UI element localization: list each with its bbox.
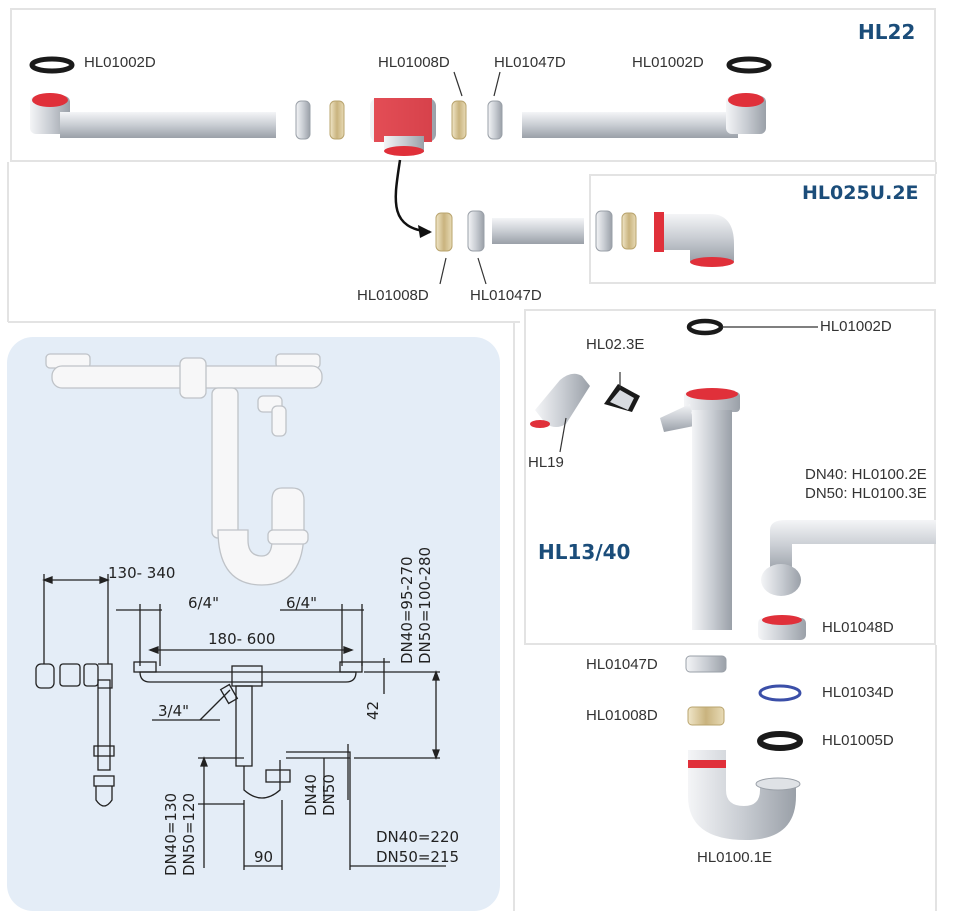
- trap-pipe: [770, 520, 936, 572]
- label-cap-nut: HL01048D: [822, 619, 894, 636]
- section-title-hl13: HL13/40: [538, 540, 631, 564]
- dim-dn40: DN40: [302, 774, 320, 816]
- technical-drawing: [35, 353, 446, 870]
- dim-hose: 3/4": [158, 702, 189, 720]
- dim-height-dn40: DN40=95-270: [398, 556, 416, 664]
- dim-height-dn50: DN50=100-280: [416, 547, 434, 664]
- hl22-frame: [10, 8, 936, 162]
- dim-trap-width: 90: [254, 848, 273, 866]
- dim-offset: 42: [364, 701, 382, 720]
- label-u-bend: HL0100.1E: [697, 849, 773, 866]
- label-side-gasket: HL01002D: [820, 318, 892, 335]
- dim-pipe-right: 6/4": [286, 594, 317, 612]
- gasket-left: [29, 56, 75, 74]
- dim-pipe-left: 6/4": [188, 594, 219, 612]
- label-top-nut-ring: HL01008D: [378, 54, 450, 71]
- label-mid-ring: HL01008D: [357, 287, 429, 304]
- elbow-fitting: [654, 214, 734, 262]
- hl13-frame: [524, 309, 936, 645]
- dim-depth-dn40: DN40=130: [162, 793, 180, 876]
- label-blue-gasket: HL01034D: [822, 684, 894, 701]
- hl19-elbow: [535, 373, 590, 427]
- dim-depth-dn50: DN50=120: [180, 793, 198, 876]
- dim-spacing: 180- 600: [208, 630, 275, 648]
- dim-width-range: 130- 340: [108, 564, 175, 582]
- dim-dn50: DN50: [320, 774, 338, 816]
- dim-outlet-dn50: DN50=215: [376, 848, 459, 866]
- label-nut-small: HL01047D: [586, 656, 658, 673]
- label-black-gasket: HL01005D: [822, 732, 894, 749]
- hl025-assembly: [435, 210, 734, 285]
- section-title-hl22: HL22: [858, 20, 916, 44]
- hl025-frame: [589, 174, 936, 284]
- section-title-hl025: HL025U.2E: [802, 182, 919, 204]
- label-elbow: HL19: [528, 454, 564, 471]
- vertical-pipe: [692, 410, 732, 630]
- label-trap-pipe-dn50: DN50: HL0100.3E: [805, 485, 927, 502]
- label-top-left-gasket: HL01002D: [84, 54, 156, 71]
- drain-photo: [45, 353, 323, 586]
- left-pipe: [60, 112, 276, 138]
- u-bend: [688, 750, 796, 840]
- gasket-right: [726, 56, 772, 74]
- label-top-nut: HL01047D: [494, 54, 566, 71]
- label-trap-pipe-dn40: DN40: HL0100.2E: [805, 466, 927, 483]
- hl22-assembly: [29, 56, 772, 156]
- label-mid-nut: HL01047D: [470, 287, 542, 304]
- connection-arrow: [394, 159, 431, 234]
- label-top-right-gasket: HL01002D: [632, 54, 704, 71]
- right-pipe: [522, 112, 738, 138]
- technical-drawing-panel: [7, 337, 500, 911]
- label-brass-ring: HL01008D: [586, 707, 658, 724]
- label-hose-connector: HL02.3E: [586, 336, 645, 353]
- hl13-assembly: [530, 318, 936, 840]
- dim-outlet-dn40: DN40=220: [376, 828, 459, 846]
